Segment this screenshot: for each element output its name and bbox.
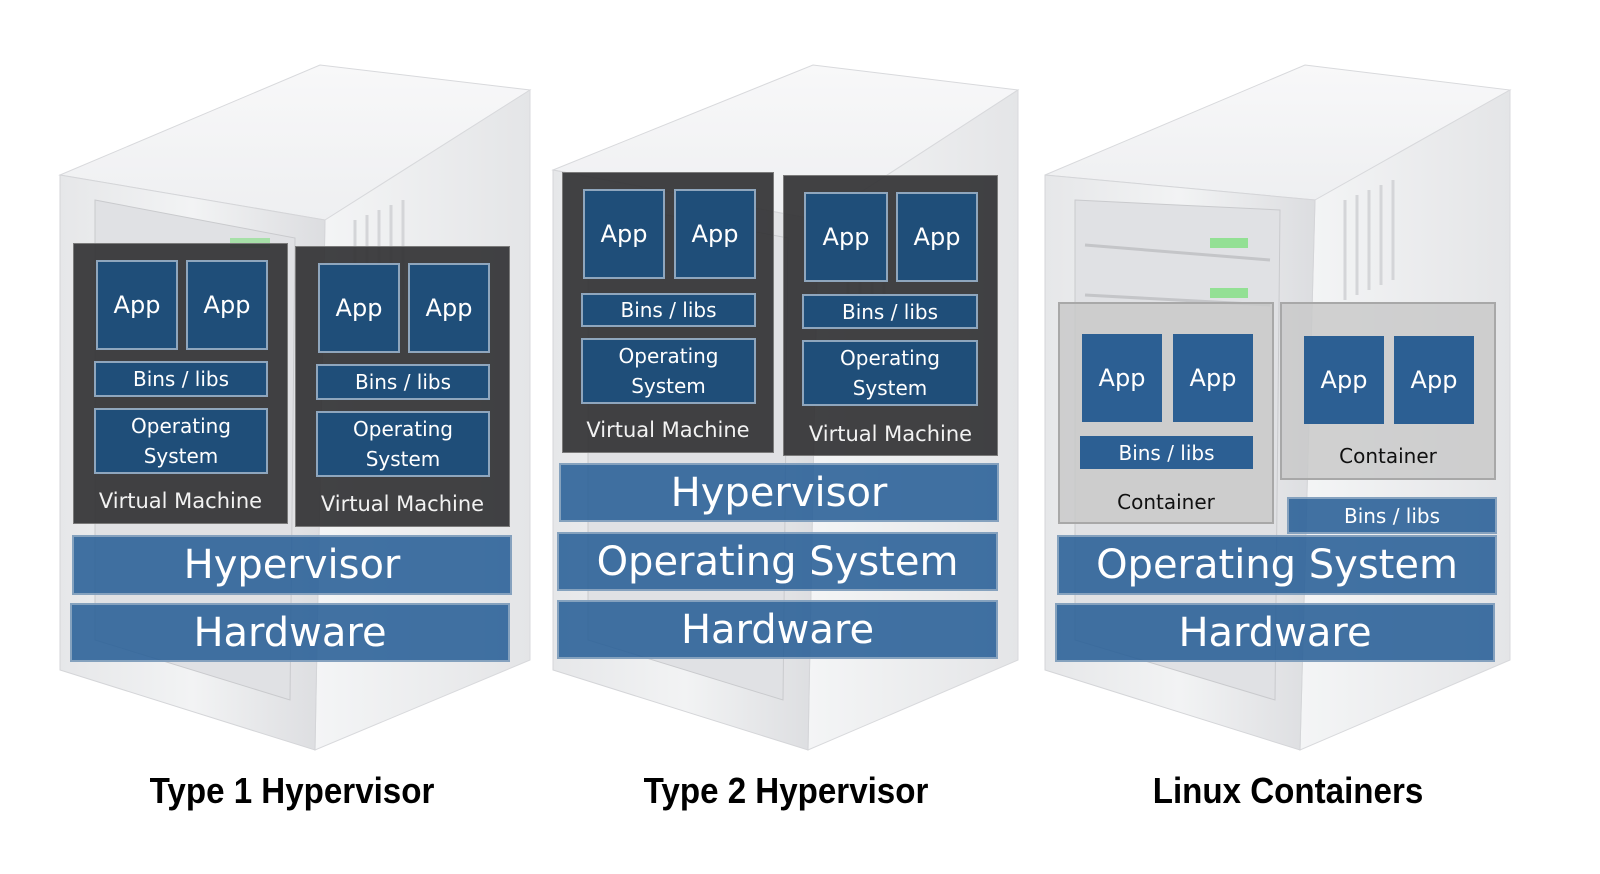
app-block: App (896, 192, 978, 282)
app-block: App (96, 260, 178, 350)
vm-label: Virtual Machine (808, 422, 973, 446)
diagram-caption: Linux Containers (1152, 770, 1424, 811)
guest-os-block: Operating System (581, 338, 756, 404)
guest-os-block: Operating System (802, 340, 978, 406)
vm-label: Virtual Machine (586, 418, 750, 442)
virtual-machine-1: App App Bins / libs Operating System Vir… (73, 243, 288, 524)
bins-libs-block: Bins / libs (94, 361, 268, 397)
virtual-machine-2: App App Bins / libs Operating System Vir… (783, 175, 998, 456)
hardware-layer: Hardware (70, 603, 510, 662)
vm-label: Virtual Machine (98, 489, 263, 513)
shared-bins-libs-block: Bins / libs (1287, 497, 1497, 534)
virtual-machine-1: App App Bins / libs Operating System Vir… (562, 172, 774, 453)
diagram-caption: Type 1 Hypervisor (149, 770, 435, 811)
host-os-layer: Operating System (1057, 535, 1497, 595)
guest-os-block: Operating System (94, 408, 268, 474)
diagram-caption: Type 2 Hypervisor (643, 770, 929, 811)
hardware-layer: Hardware (1055, 603, 1495, 662)
container-2: App App Container (1280, 302, 1496, 480)
hypervisor-layer: Hypervisor (559, 463, 999, 522)
app-block: App (1173, 334, 1253, 422)
app-block: App (1304, 336, 1384, 424)
vm-label: Virtual Machine (320, 492, 485, 516)
bins-libs-block: Bins / libs (581, 293, 756, 327)
host-os-layer: Operating System (557, 532, 998, 591)
bins-libs-block: Bins / libs (802, 294, 978, 329)
app-block: App (674, 189, 756, 279)
app-block: App (408, 263, 490, 353)
bins-libs-block: Bins / libs (1080, 436, 1253, 469)
virtual-machine-2: App App Bins / libs Operating System Vir… (295, 246, 510, 527)
hardware-layer: Hardware (557, 600, 998, 659)
hypervisor-layer: Hypervisor (72, 535, 512, 595)
guest-os-block: Operating System (316, 411, 490, 477)
container-label: Container (1339, 444, 1437, 468)
container-label: Container (1117, 490, 1215, 514)
app-block: App (583, 189, 665, 279)
app-block: App (1082, 334, 1162, 422)
bins-libs-block: Bins / libs (316, 364, 490, 400)
container-1: App App Bins / libs Container (1058, 302, 1274, 524)
app-block: App (186, 260, 268, 350)
app-block: App (804, 192, 888, 282)
app-block: App (318, 263, 400, 353)
app-block: App (1394, 336, 1474, 424)
